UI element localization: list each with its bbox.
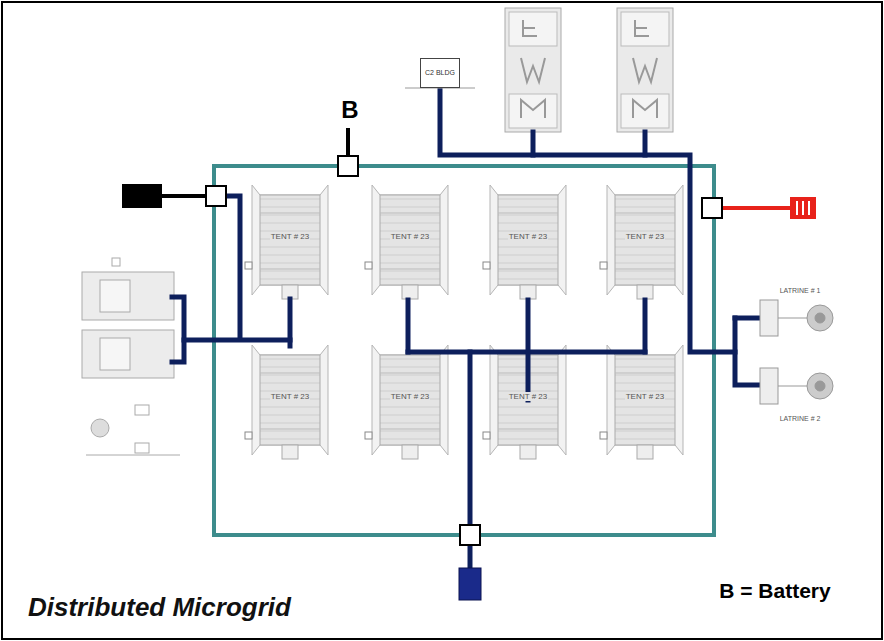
tent-label: TENT # 23 [270,232,311,241]
tent-label: TENT # 23 [508,232,549,241]
tent-label: TENT # 23 [390,232,431,241]
building-box: C2 BLDG [420,58,460,88]
tent-label: TENT # 23 [625,232,666,241]
tent-label: TENT # 23 [625,392,666,401]
tent-label: TENT # 23 [390,392,431,401]
battery-letter: B [341,96,358,124]
tent-label: TENT # 23 [270,392,311,401]
building-label: C2 BLDG [425,69,455,77]
tent-label: TENT # 23 [508,392,549,401]
latrine-label: LATRINE # 1 [780,287,821,294]
diagram-title: Distributed Microgrid [28,592,291,623]
latrine-label: LATRINE # 2 [780,415,821,422]
legend-note: B = Battery [719,579,830,603]
